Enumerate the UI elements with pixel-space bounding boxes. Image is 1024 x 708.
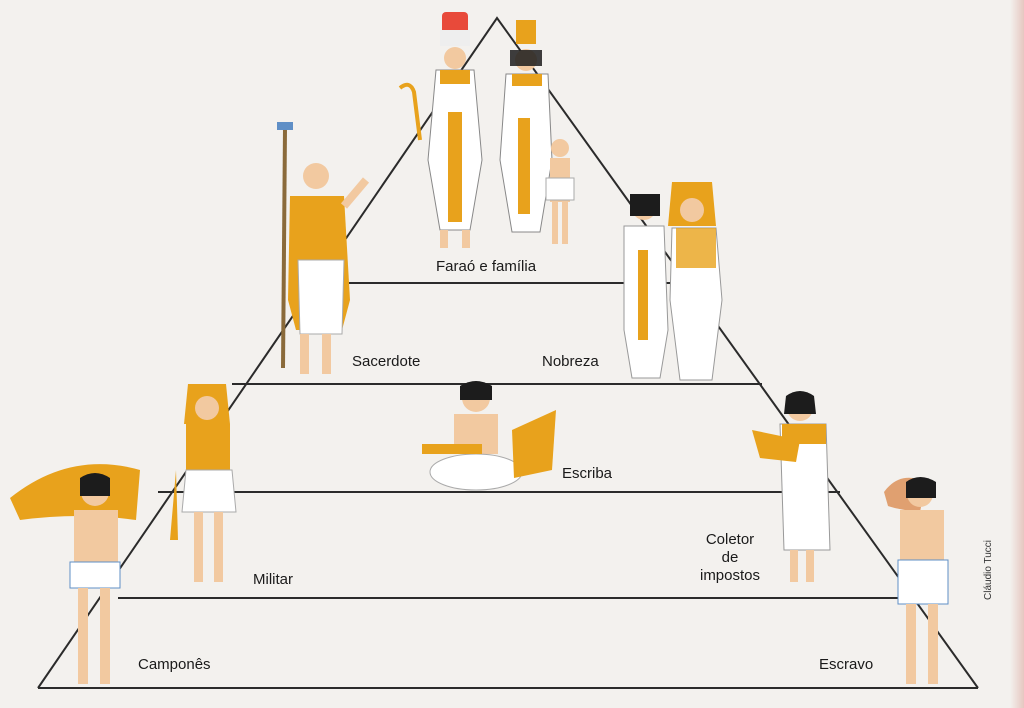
illustrator-credit: Cláudio Tucci xyxy=(983,539,994,600)
pharaoh-figure xyxy=(398,12,483,248)
slave-figure xyxy=(884,477,949,684)
label-farao-e-familia: Faraó e família xyxy=(436,258,537,275)
label-campones: Camponês xyxy=(138,656,211,673)
tax-collector-figure xyxy=(752,391,831,582)
soldier-figure xyxy=(170,384,237,582)
child-figure xyxy=(545,139,575,244)
label-escravo: Escravo xyxy=(819,656,874,673)
peasant-figure xyxy=(10,464,140,684)
label-nobreza: Nobreza xyxy=(542,353,599,370)
label-coletor-line-2: de xyxy=(721,549,739,566)
label-militar: Militar xyxy=(253,571,293,588)
label-sacerdote: Sacerdote xyxy=(352,353,421,370)
page-edge-shadow xyxy=(1010,0,1024,708)
queen-figure xyxy=(499,20,553,233)
noble-man-figure xyxy=(668,182,723,381)
scribe-figure xyxy=(422,381,556,491)
label-coletor-line-3: impostos xyxy=(699,567,761,584)
noble-woman-figure xyxy=(623,194,669,379)
label-coletor-de-impostos: Coletor de impostos xyxy=(690,531,770,585)
priest-figure xyxy=(277,122,370,374)
label-coletor-line-1: Coletor xyxy=(705,531,755,548)
label-escriba: Escriba xyxy=(562,465,613,482)
